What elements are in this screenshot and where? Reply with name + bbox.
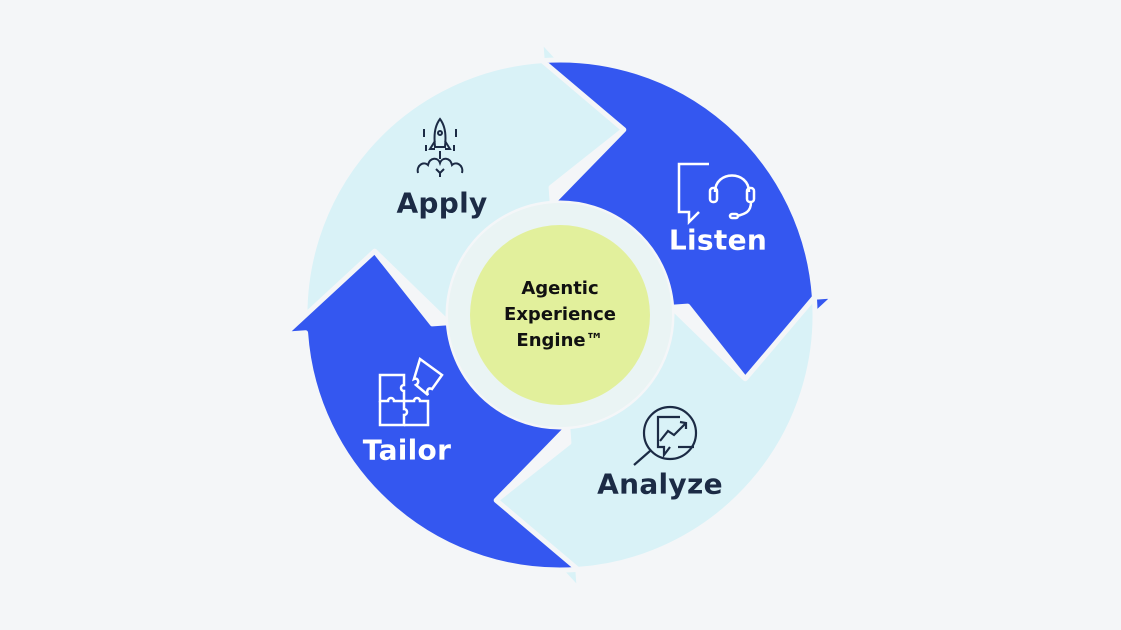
- center-title: Agentic Experience Engine™: [504, 276, 616, 354]
- headset-chat-icon: [677, 162, 756, 226]
- center-line: Engine™: [516, 330, 604, 351]
- center-line: Agentic: [521, 278, 599, 299]
- center-circle: [470, 225, 650, 405]
- step-label-apply: Apply: [396, 186, 488, 220]
- step-label-tailor: Tailor: [362, 433, 452, 467]
- step-label-analyze: Analyze: [597, 467, 723, 501]
- step-label-listen: Listen: [668, 223, 768, 257]
- rocket-icon: [416, 117, 464, 177]
- chart-magnifier-icon: [633, 405, 698, 466]
- center-line: Experience: [504, 304, 616, 325]
- puzzle-icon: [378, 356, 444, 427]
